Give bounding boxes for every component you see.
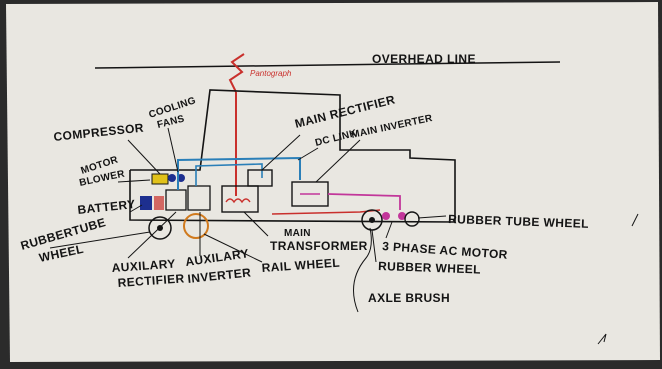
- stray-mark-1: [631, 213, 639, 227]
- leader-rail-wheel: [203, 233, 263, 263]
- axle-brush-label: AXLE BRUSH: [368, 291, 450, 305]
- leader-dc-link: [297, 147, 319, 161]
- leader-main-inverter: [315, 139, 361, 183]
- main-transformer-label-2: TRANSFORMER: [270, 239, 368, 253]
- pantograph-label: Pantograph: [250, 69, 292, 78]
- rubber-wheel-right-hub: [369, 217, 375, 223]
- rubber-tube-wheel-left: [148, 216, 172, 240]
- leader-lines: [49, 127, 447, 313]
- motor-feed-wiring: [327, 193, 401, 210]
- rail-wheel-label: RAIL WHEEL: [261, 256, 340, 275]
- locomotive-body-outline: [129, 89, 456, 223]
- aux-inverter-box: [187, 185, 211, 211]
- pantograph: [228, 53, 245, 93]
- main-rectifier-box: [247, 169, 273, 187]
- main-transformer-label-1: MAIN: [284, 228, 311, 239]
- leader-motor-blower: [117, 179, 151, 183]
- main-transformer-box: [221, 185, 259, 213]
- aux-inverter-label-2: INVERTER: [187, 265, 252, 286]
- leader-rubbertube-left: [49, 231, 151, 249]
- leader-transformer: [243, 211, 269, 237]
- leader-main-rectifier: [261, 134, 301, 171]
- rubber-tube-wheel-right: [404, 211, 420, 227]
- three-phase-motor-2: [398, 212, 406, 220]
- dc-link-wiring-2: [195, 163, 263, 186]
- aux-rectifier-label-2: RECTIFIER: [117, 271, 185, 290]
- aux-rectifier-box: [165, 189, 187, 211]
- stray-mark-2: [597, 333, 607, 345]
- battery-cell: [154, 196, 164, 210]
- leader-compressor: [127, 139, 161, 175]
- rail-wheel: [183, 213, 209, 239]
- transformer-coil: [225, 198, 251, 204]
- leader-rubber-tube-right: [417, 215, 447, 219]
- cooling-fan-1: [168, 174, 176, 182]
- rubber-wheel-label: RUBBER WHEEL: [378, 259, 481, 277]
- dc-link-wiring: [177, 156, 301, 190]
- leader-three-phase: [385, 221, 393, 239]
- battery-unit: [140, 196, 152, 210]
- leader-rubber-wheel: [371, 229, 377, 263]
- aux-rectifier-label-1: AUXILARY: [111, 257, 176, 275]
- leader-cooling-fans: [167, 127, 179, 173]
- leader-axle-brush: [353, 227, 372, 313]
- leader-battery: [129, 204, 143, 213]
- rubber-tube-wheel-right-label: RUBBER TUBE WHEEL: [448, 212, 589, 231]
- battery-label: BATTERY: [77, 197, 136, 217]
- paper-sheet: [6, 2, 660, 362]
- leader-aux-rectifier: [127, 211, 177, 259]
- overhead-line: [94, 61, 561, 69]
- overhead-line-label: OVERHEAD LINE: [372, 52, 476, 66]
- compressor-unit: [151, 173, 169, 185]
- three-phase-motor-1: [382, 212, 390, 220]
